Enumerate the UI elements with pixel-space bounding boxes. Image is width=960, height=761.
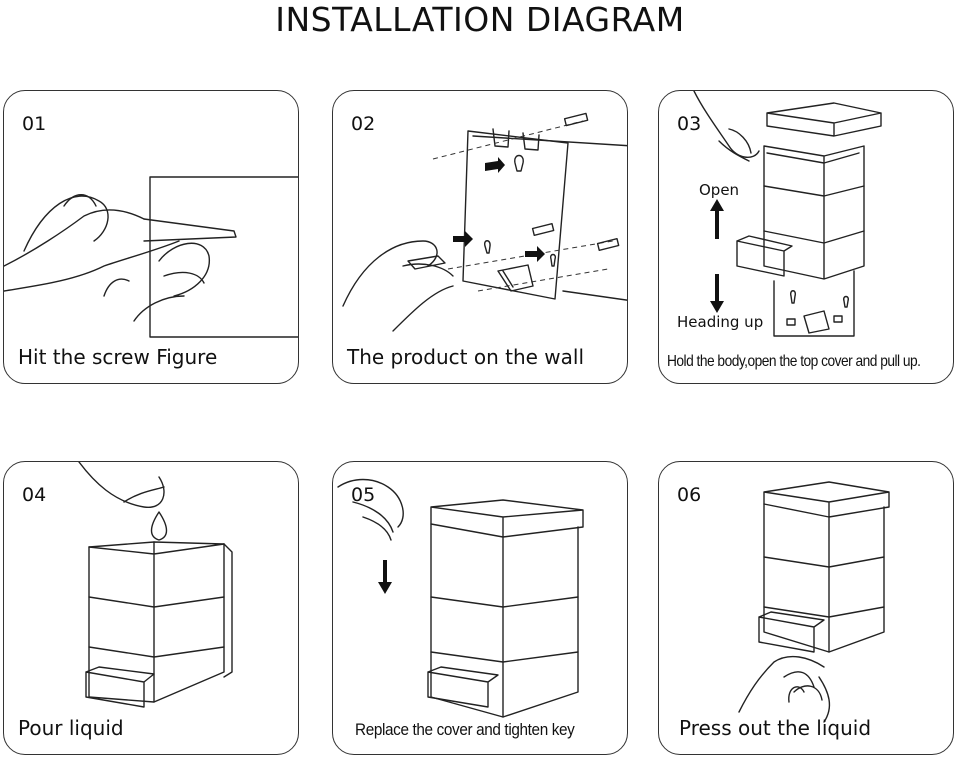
drilling-hand-illustration <box>4 176 298 338</box>
open-label: Open <box>699 181 740 199</box>
step-05-panel: 05 Replace the cover and tighten key <box>332 461 628 755</box>
step-04-panel: 04 Pour liquid <box>3 461 299 755</box>
step-03-panel: 03 Open Heading up Hold the body,open th… <box>658 90 954 384</box>
step-caption: Hit the screw Figure <box>18 345 218 369</box>
replace-cover-illustration <box>337 478 584 718</box>
pour-liquid-illustration <box>78 462 233 708</box>
press-liquid-illustration <box>738 481 890 723</box>
step-number: 06 <box>677 484 702 506</box>
step-01-panel: 01 Hit the screw Figure <box>3 90 299 384</box>
step-caption: Hold the body,open the top cover and pul… <box>667 353 921 370</box>
open-cover-illustration <box>693 91 882 337</box>
heading-up-label: Heading up <box>677 313 764 331</box>
step-number: 01 <box>22 113 47 135</box>
mounting-plate-illustration <box>342 112 627 332</box>
step-02-panel: 02 The product on the wall <box>332 90 628 384</box>
step-caption: Pour liquid <box>18 716 124 740</box>
step-number: 02 <box>351 113 376 135</box>
step-caption: The product on the wall <box>347 345 585 369</box>
step-caption: Replace the cover and tighten key <box>355 720 575 739</box>
step-number: 03 <box>677 113 702 135</box>
step-number: 05 <box>351 484 376 506</box>
step-number: 04 <box>22 484 47 506</box>
step-caption: Press out the liquid <box>679 716 872 740</box>
step-06-panel: 06 Press out the liquid <box>658 461 954 755</box>
diagram-title: INSTALLATION DIAGRAM <box>275 0 685 39</box>
